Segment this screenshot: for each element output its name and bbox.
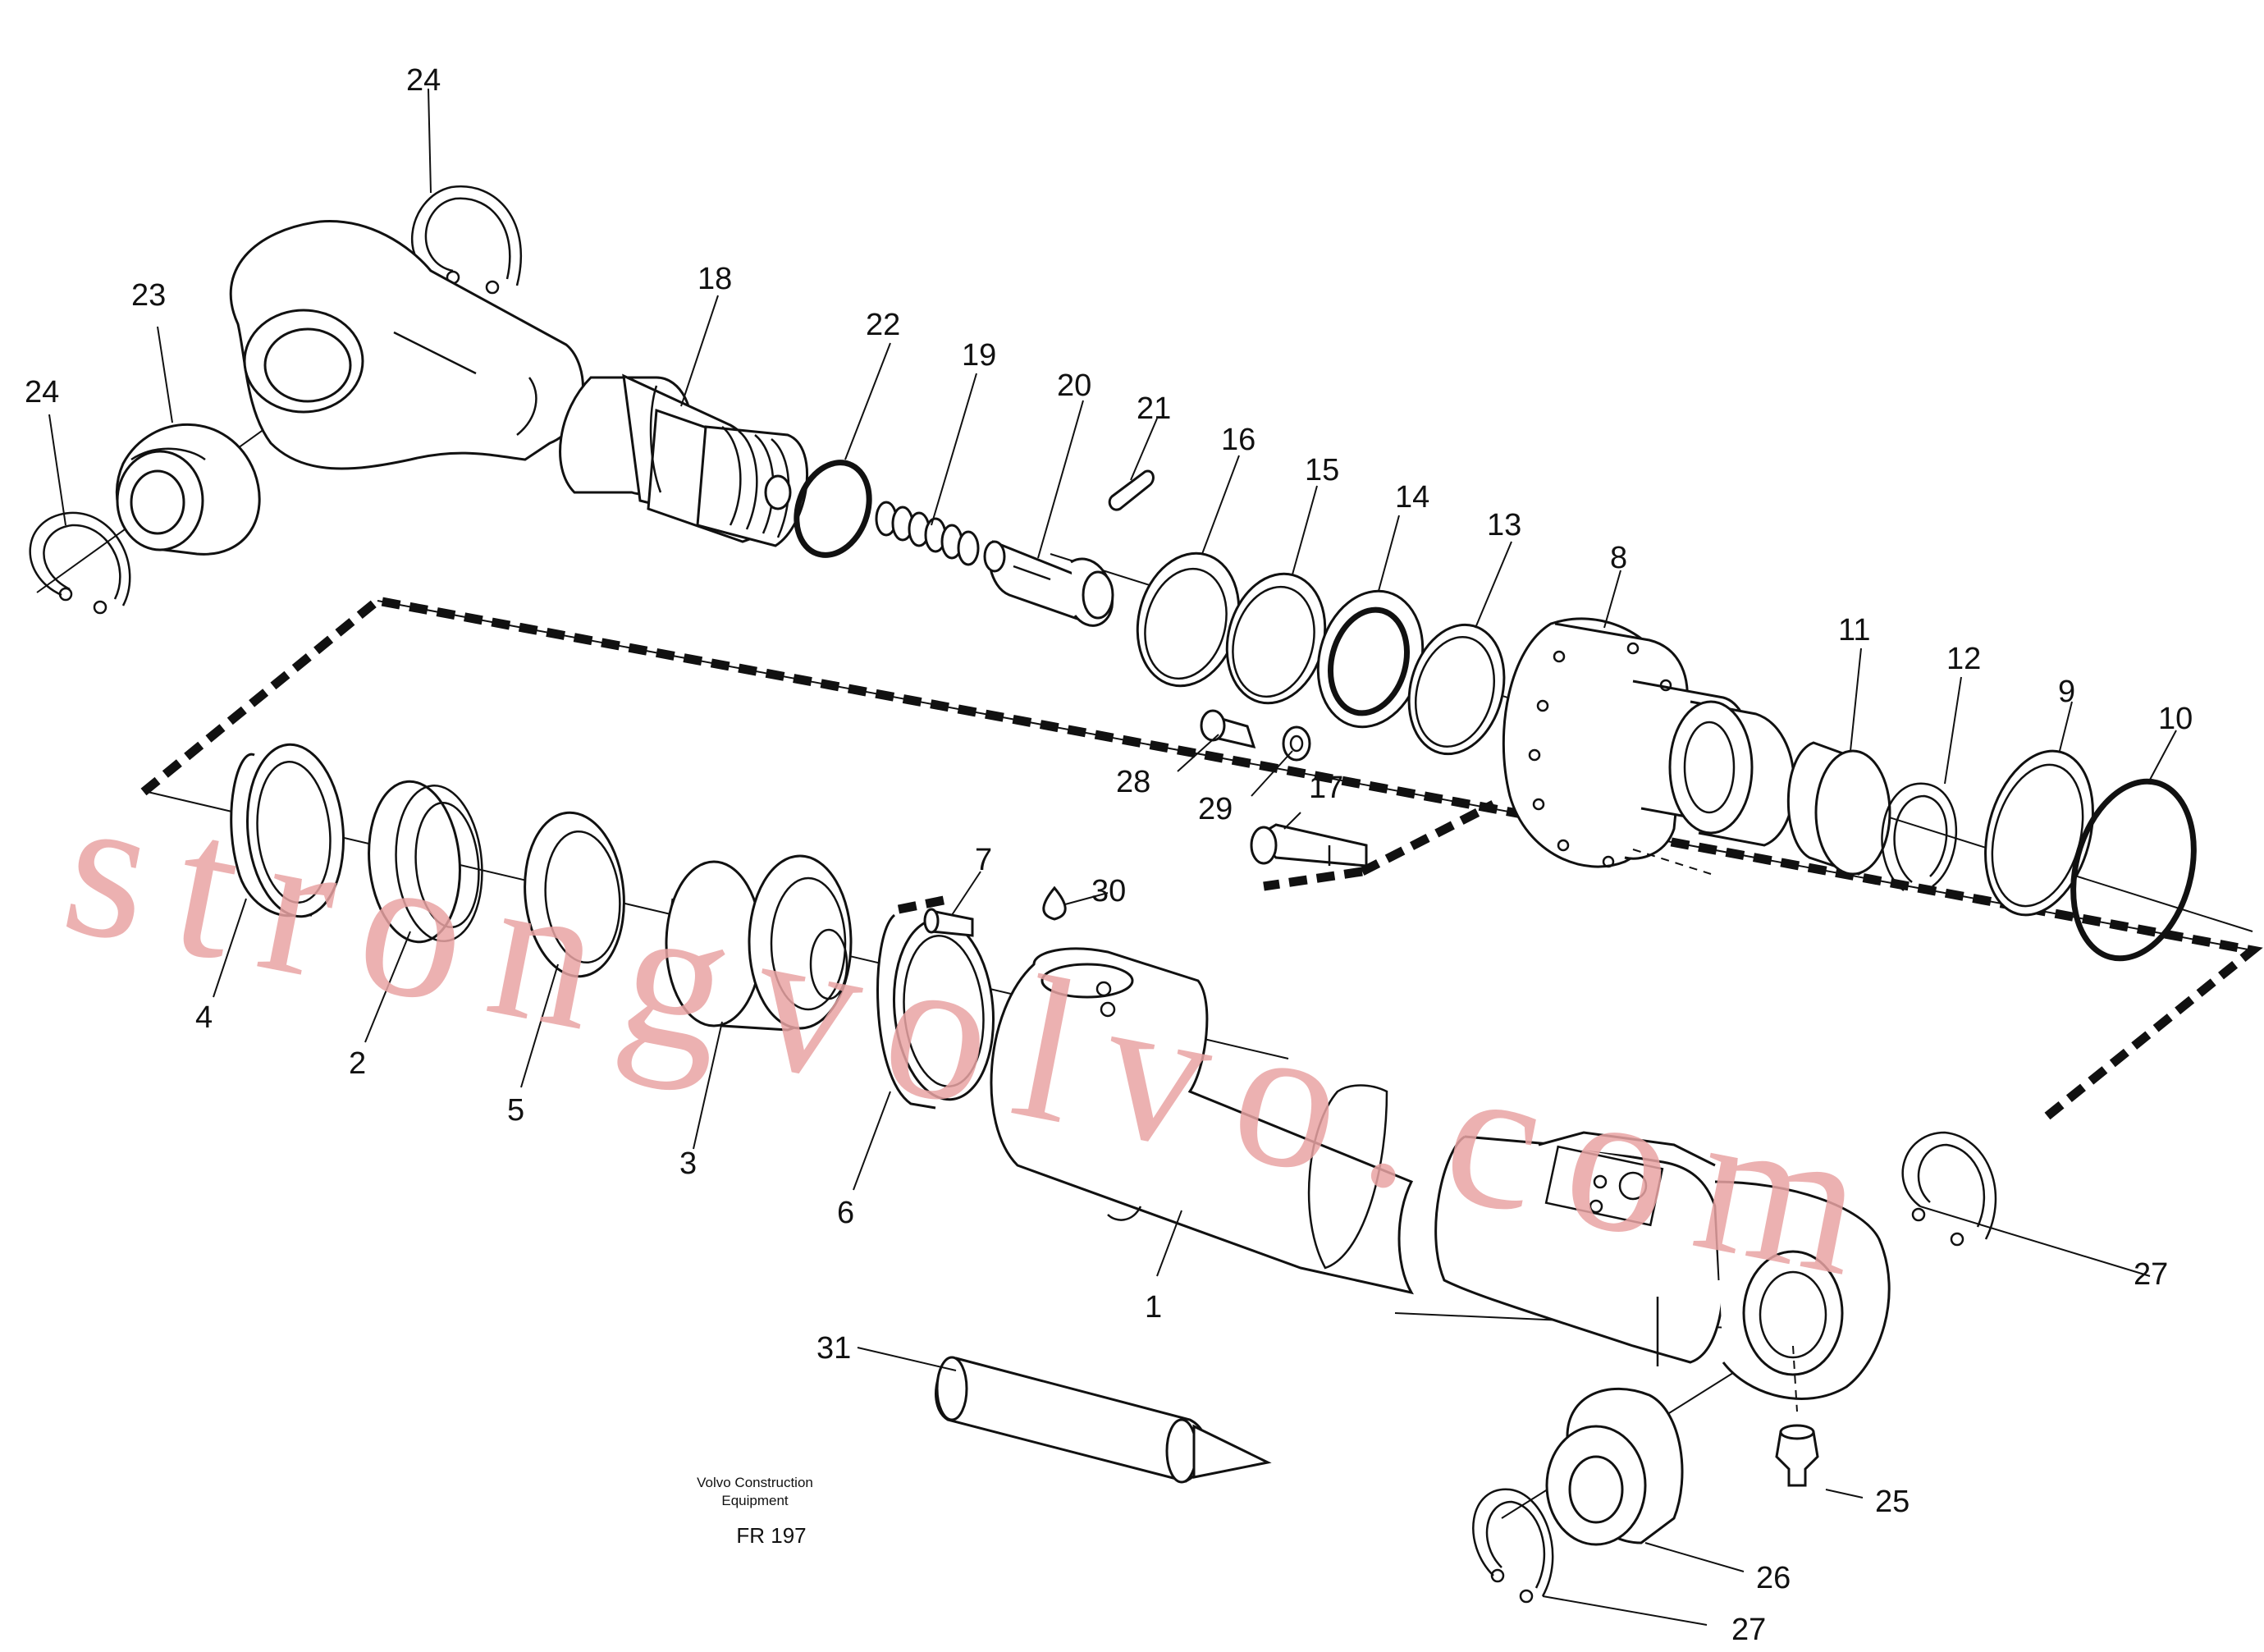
screw-28 [1200,709,1256,749]
callout-19: 19 [962,338,996,373]
grease-nipple-7 [923,908,974,937]
guide-ring-upper [1407,623,1506,756]
callout-23: 23 [131,278,166,313]
guide-ring-6 [876,913,995,1110]
callout-labels: 24 23 24 18 22 19 20 21 16 15 14 13 8 11… [25,63,2193,1647]
callout-18: 18 [697,262,732,296]
callout-16: 16 [1221,423,1255,457]
callout-2: 2 [349,1046,366,1081]
callout-1: 1 [1145,1290,1162,1325]
bushing-11 [1786,741,1891,876]
callout-3: 3 [679,1146,697,1181]
pin [1108,469,1155,511]
circlip-left-upper [29,511,131,615]
piston-seal-5 [524,811,625,978]
callout-21: 21 [1137,391,1171,426]
callout-5: 5 [507,1093,524,1128]
figure-code: FR 197 [736,1523,806,1548]
callout-24-left: 24 [25,375,59,410]
callout-24-top: 24 [406,63,441,98]
callout-14: 14 [1395,480,1429,515]
guide-ring-4 [230,743,345,918]
leader-lines [48,88,2177,1626]
callout-17: 17 [1309,771,1343,805]
callout-8: 8 [1610,541,1627,575]
callout-27-bottom: 27 [1731,1613,1766,1647]
circlip-12 [1881,782,1957,891]
spring [875,501,980,566]
callout-11: 11 [1838,613,1870,648]
o-ring-upper [794,460,872,558]
callout-6: 6 [837,1196,854,1230]
callout-4: 4 [195,1000,213,1035]
cylinder-head [1502,617,1795,875]
o-ring-10 [2070,778,2197,962]
grease-nipple-25 [1775,1424,1819,1487]
callout-20: 20 [1057,368,1091,403]
circlip-right [1901,1131,1997,1247]
caption-line-2: Equipment [721,1493,789,1508]
callout-25: 25 [1875,1485,1910,1519]
caption-block: Volvo Construction Equipment FR 197 [697,1475,813,1548]
cylinder-barrel [990,947,1414,1295]
callout-9: 9 [2058,675,2075,709]
callout-13: 13 [1487,508,1521,542]
grease-drop-icon [1042,885,1067,921]
callout-31: 31 [816,1331,851,1366]
wiper-seal [1136,551,1241,688]
callout-15: 15 [1305,453,1339,487]
piston-rod-end [559,373,808,547]
callout-30: 30 [1091,874,1126,908]
callout-26: 26 [1756,1561,1791,1595]
piston-rod-eye [229,220,592,470]
piston-seal-2 [368,780,483,944]
callout-28: 28 [1116,765,1150,799]
callout-12: 12 [1946,642,1981,676]
callout-22: 22 [866,308,900,342]
bolt-17 [1250,823,1368,867]
bushing-upper [115,423,261,556]
grease-cartridge [935,1356,1272,1484]
buffer-seal [1316,589,1425,729]
callout-10: 10 [2158,702,2193,736]
cylinder-base-end [1434,1131,1891,1412]
callout-27-right: 27 [2134,1257,2168,1292]
bushing-lower [1545,1387,1684,1546]
circlip-lower [1472,1488,1554,1604]
callout-29: 29 [1198,792,1233,826]
callout-7: 7 [975,843,992,877]
washer-29 [1282,725,1311,762]
caption-line-1: Volvo Construction [697,1475,813,1490]
check-valve [983,540,1114,627]
assembly-frame [140,596,2263,1120]
piston [665,854,853,1032]
